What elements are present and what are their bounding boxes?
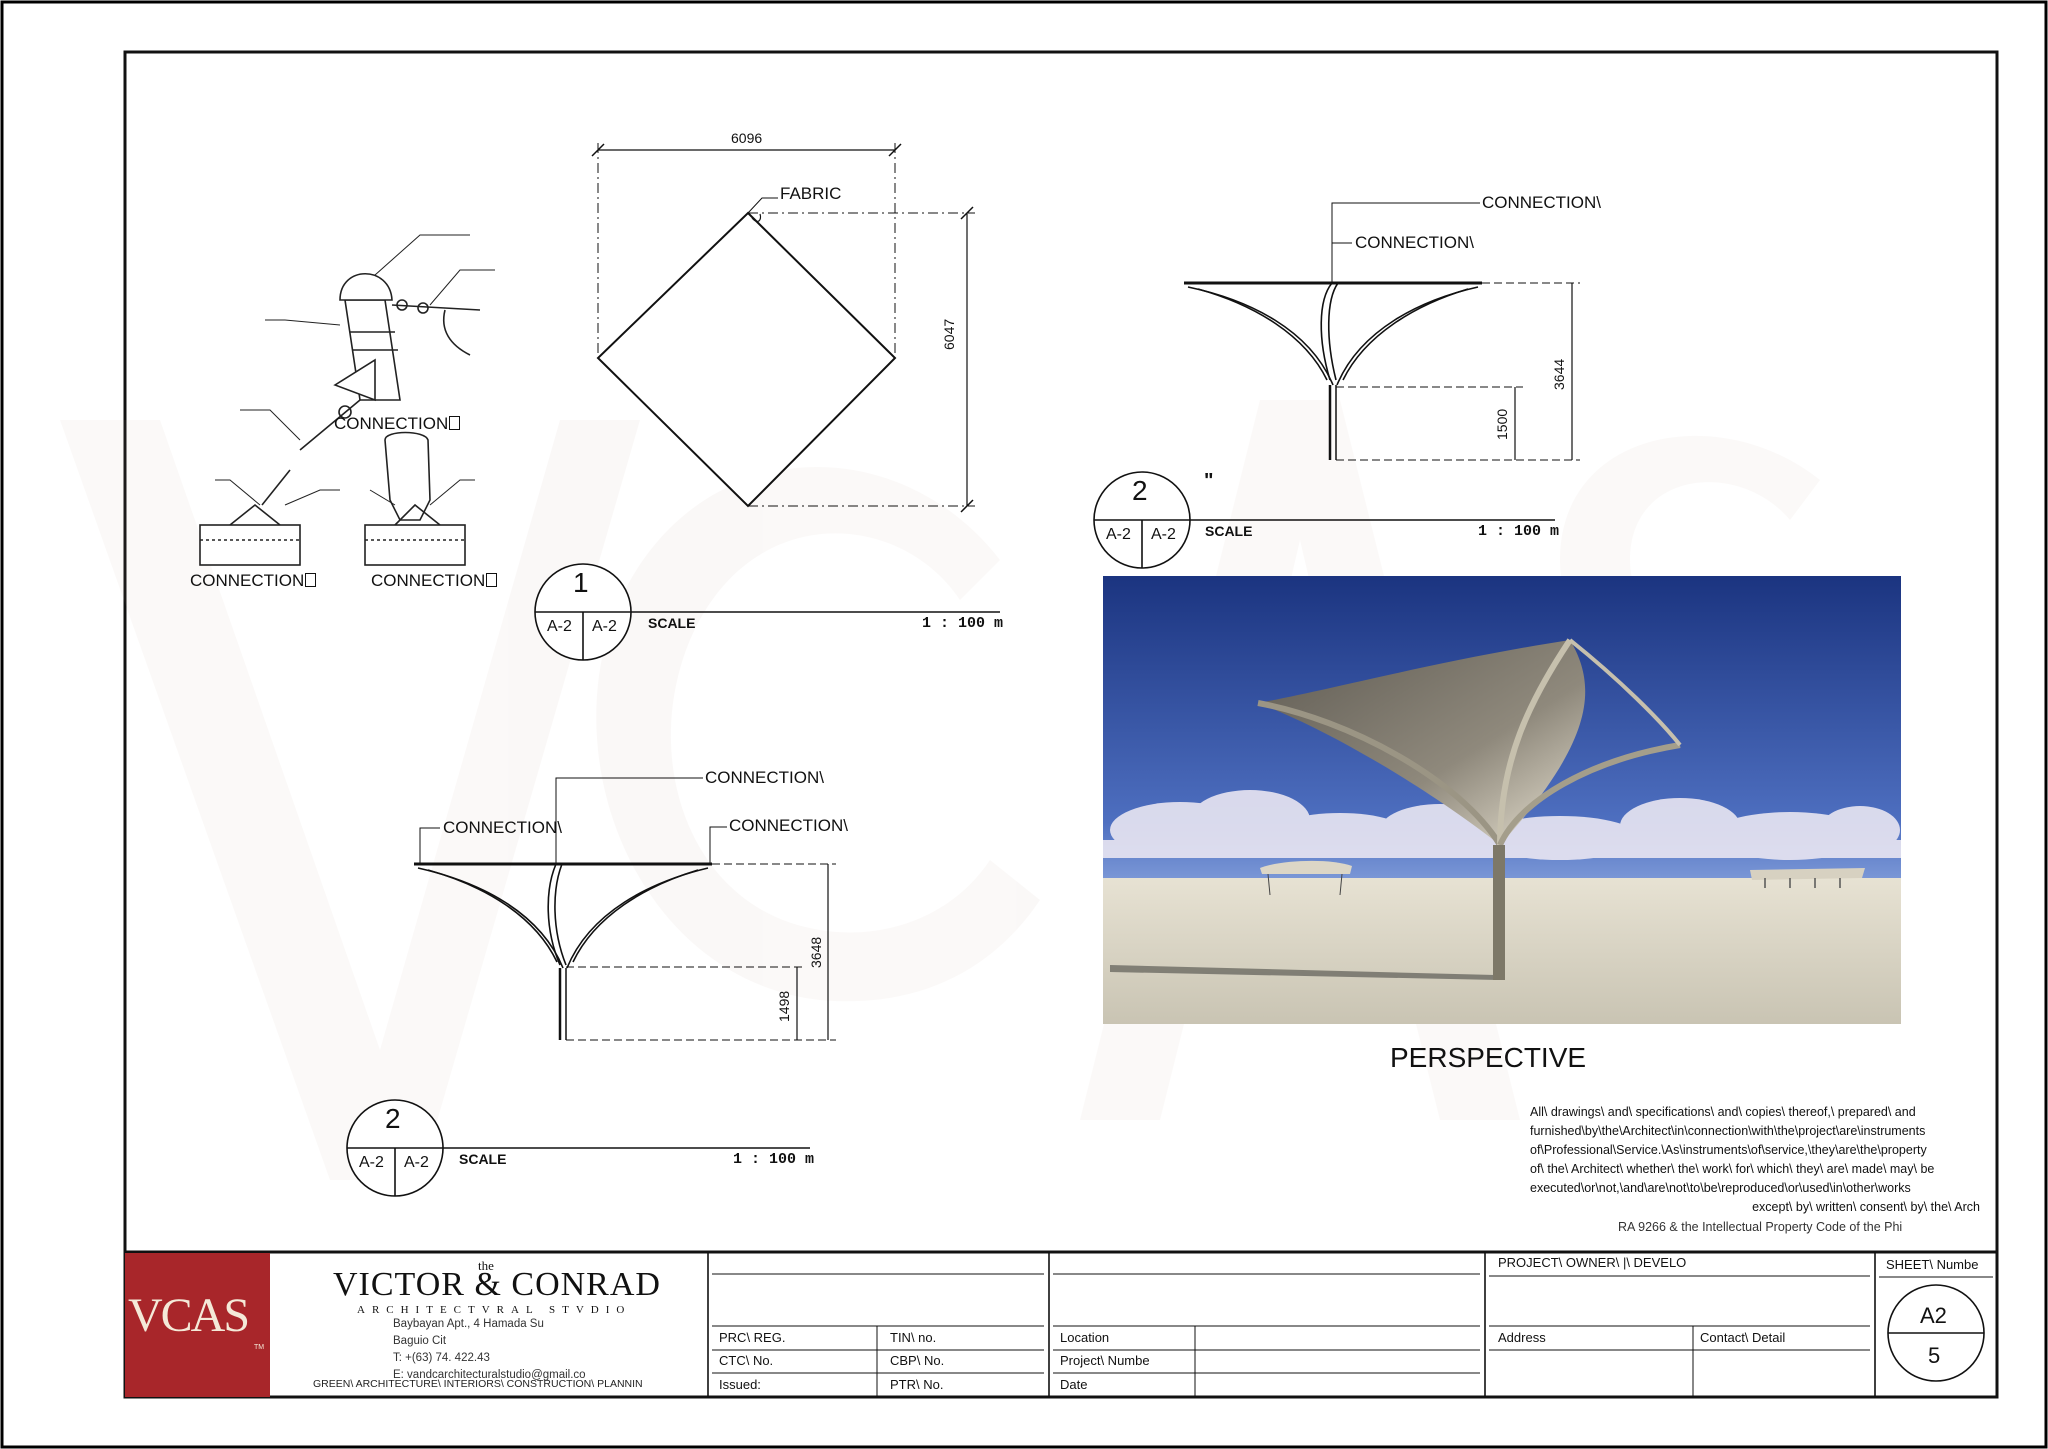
firm-name: VICTOR & CONRAD (333, 1266, 661, 1303)
note-line: furnished\by\the\Architect\in\connection… (1530, 1124, 1926, 1138)
lower-connection-label-top: CONNECTION\ (705, 768, 824, 787)
note-line: executed\or\not,\and\are\not\to\be\repro… (1530, 1181, 1911, 1195)
plan-width-dimension: 6096 (731, 130, 763, 146)
plan-tag-number: 1 (573, 567, 589, 598)
tin-label: TIN\ no. (890, 1330, 937, 1345)
upper-mark: " (1204, 470, 1214, 492)
project-owner-label: PROJECT\ OWNER\ |\ DEVELO (1498, 1255, 1687, 1270)
note-line: of\Professional\Service.\As\instruments\… (1530, 1143, 1927, 1157)
plan-drawing-tag (534, 563, 1000, 661)
upper-post-height-dimension: 1500 (1494, 408, 1510, 440)
firm-subtitle: ARCHITECTVRAL STVDIO (357, 1304, 632, 1316)
firm-services: GREEN\ ARCHITECTURE\ INTERIORS\ CONSTRUC… (313, 1378, 643, 1390)
address-label: Address (1498, 1330, 1546, 1345)
note-line: of\ the\ Architect\ whether\ the\ work\ … (1530, 1162, 1935, 1176)
fabric-label: FABRIC (780, 184, 842, 203)
canopy-elevation-upper (1184, 202, 1580, 461)
upper-tag-number: 2 (1132, 475, 1148, 506)
vcas-logo (125, 1253, 270, 1397)
cbp-label: CBP\ No. (890, 1353, 945, 1368)
date-label: Date (1060, 1377, 1088, 1392)
missing-glyph-box (486, 573, 498, 587)
missing-glyph-box (449, 416, 461, 430)
canopy-plan-drawing (591, 143, 975, 513)
plan-tag-ref-left: A-2 (547, 618, 572, 635)
logo-wordmark: VCAS (128, 1289, 250, 1342)
detail-connection-label-left: CONNECTION (190, 571, 317, 591)
drawing-frame (123, 50, 1999, 1399)
lower-elevation-tag (346, 1099, 810, 1197)
prc-reg-label: PRC\ REG. (719, 1330, 786, 1345)
plan-height-dimension: 6047 (941, 318, 957, 350)
plan-scale-value: 1 : 100 m (922, 615, 1004, 632)
note-line: except\ by\ written\ consent\ by\ the\ A… (1752, 1200, 1980, 1214)
location-label: Location (1060, 1330, 1110, 1345)
sheet-number-label: SHEET\ Numbe (1886, 1257, 1979, 1272)
sheet-count: 5 (1928, 1343, 1941, 1368)
missing-glyph-box (305, 573, 317, 587)
lower-connection-label-right: CONNECTION\ (729, 816, 848, 835)
project-number-label: Project\ Numbe (1060, 1353, 1150, 1368)
law-reference: RA 9266 & the Intellectual Property Code… (1618, 1220, 1903, 1234)
firm-email[interactable]: E: vandcarchitecturalstudio@gmail.co (393, 1369, 586, 1381)
upper-connection-label-top: CONNECTION\ (1482, 193, 1601, 212)
firm-the: the (478, 1258, 494, 1273)
upper-scale-value: 1 : 100 m (1478, 523, 1560, 540)
lower-connection-label-left: CONNECTION\ (443, 818, 562, 837)
lower-tag-ref-right: A-2 (404, 1154, 429, 1171)
firm-phone: T: +(63) 74. 422.43 (393, 1352, 490, 1364)
contact-detail-label: Contact\ Detail (1700, 1330, 1786, 1345)
note-line: All\ drawings\ and\ specifications\ and\… (1530, 1105, 1916, 1119)
title-block-grid (125, 1250, 1997, 1397)
lower-scale-value: 1 : 100 m (733, 1151, 815, 1168)
fabric-plan-outline (596, 211, 897, 508)
logo-trademark: TM (254, 1344, 265, 1351)
upper-tag-ref-right: A-2 (1151, 526, 1176, 543)
upper-scale-label: SCALE (1205, 523, 1253, 539)
canopy-elevation-lower (414, 777, 836, 1041)
copyright-notes: All\ drawings\ and\ specifications\ and\… (1530, 1103, 1980, 1217)
firm-address-line-2: Baguio Cit (393, 1335, 447, 1347)
detail-connection-label-upper: CONNECTION (334, 414, 461, 434)
lower-post-height-dimension: 1498 (776, 990, 792, 1022)
lower-scale-label: SCALE (459, 1151, 507, 1167)
upper-tag-ref-left: A-2 (1106, 526, 1131, 543)
ptr-label: PTR\ No. (890, 1377, 944, 1392)
firm-address-line-1: Baybayan Apt., 4 Hamada Su (393, 1318, 544, 1330)
lower-total-height-dimension: 3648 (808, 936, 824, 968)
plan-tag-ref-right: A-2 (592, 618, 617, 635)
issued-label: Issued: (719, 1377, 761, 1392)
lower-tag-number: 2 (385, 1103, 401, 1134)
upper-total-height-dimension: 3644 (1551, 358, 1567, 390)
plan-scale-label: SCALE (648, 615, 696, 631)
upper-connection-label-mid: CONNECTION\ (1355, 233, 1474, 252)
perspective-caption: PERSPECTIVE (1390, 1042, 1587, 1073)
lower-tag-ref-left: A-2 (359, 1154, 384, 1171)
ctc-label: CTC\ No. (719, 1353, 774, 1368)
detail-connection-label-right: CONNECTION (371, 571, 498, 591)
perspective-render (1103, 576, 1901, 1024)
upper-elevation-tag (1093, 471, 1555, 569)
connection-detail-sketch (199, 234, 495, 566)
sheet-code: A2 (1920, 1303, 1947, 1328)
